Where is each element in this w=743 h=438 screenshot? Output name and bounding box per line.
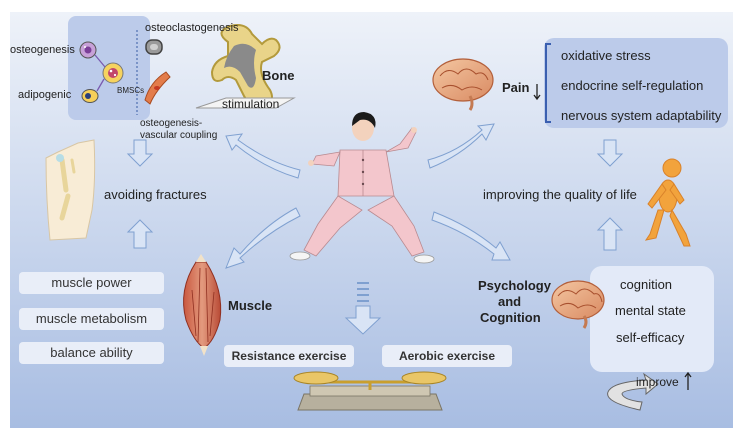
muscle-item-box: muscle metabolism <box>19 308 164 330</box>
vascular-cell-icon <box>144 71 171 105</box>
resistance-exercise-label: Resistance exercise <box>224 345 354 367</box>
adipogenic-label: adipogenic <box>18 89 72 101</box>
cognition-panel <box>590 266 714 372</box>
osteogenesis-cell-icon <box>79 41 97 59</box>
osteogenesis-label: osteogenesis <box>10 44 75 56</box>
arrow-bone-to-fractures <box>126 139 154 167</box>
osteoclastogenesis-label: osteoclastogenesis <box>145 22 239 34</box>
pain-panel <box>544 38 728 128</box>
arrow-cognition-to-quality <box>596 217 624 251</box>
arrow-muscle-to-fractures <box>126 219 154 249</box>
arrow-to-psychology <box>431 211 511 261</box>
aerobic-exercise-label: Aerobic exercise <box>382 345 512 367</box>
osteoclast-cell-icon <box>145 39 163 55</box>
muscle-illustration <box>183 254 222 356</box>
bmscs-label: BMSCs <box>117 86 145 95</box>
stimulation-label: stimulation <box>222 97 280 111</box>
psychology-title-line1: Psychology <box>478 278 551 293</box>
bmsc-cell-icon <box>102 62 124 84</box>
cognition-item: mental state <box>615 303 686 318</box>
pain-item: endocrine self-regulation <box>561 78 704 93</box>
psychology-title-line3: Cognition <box>480 310 541 325</box>
arrow-to-pain <box>427 123 495 169</box>
muscle-item-box: balance ability <box>19 342 164 364</box>
arrow-center-to-balance <box>344 305 382 335</box>
improve-label: improve <box>636 375 679 389</box>
cognition-item: cognition <box>620 277 673 292</box>
improve-arrow <box>607 372 659 411</box>
brain-illustration-pain <box>432 58 494 111</box>
coupling-label-line2: vascular coupling <box>140 130 218 141</box>
bone-illustration <box>210 24 281 106</box>
muscle-item-box: muscle power <box>19 272 164 294</box>
quality-of-life-label: improving the quality of life <box>483 187 637 202</box>
pain-item: oxidative stress <box>561 48 651 63</box>
tai-chi-figure-illustration <box>289 112 435 264</box>
stimulation-plate <box>195 97 296 109</box>
arrow-to-bone <box>225 133 301 179</box>
balance-scale-illustration <box>293 371 447 411</box>
leg-illustration <box>45 139 96 241</box>
arrow-pain-to-quality <box>596 139 624 167</box>
muscle-title: Muscle <box>228 298 273 313</box>
arrow-to-muscle <box>225 207 301 269</box>
pain-title: Pain <box>502 80 530 95</box>
pain-item: nervous system adaptability <box>561 108 722 123</box>
avoiding-fractures-label: avoiding fractures <box>104 187 207 202</box>
psychology-title-line2: and <box>498 294 522 309</box>
brain-illustration-cognition <box>551 280 605 329</box>
bone-title: Bone <box>262 68 295 83</box>
adipogenic-cell-icon <box>81 89 99 103</box>
cognition-item: self-efficacy <box>616 330 685 345</box>
coupling-label-line1: osteogenesis- <box>140 118 203 129</box>
walking-figure-illustration <box>644 158 691 247</box>
